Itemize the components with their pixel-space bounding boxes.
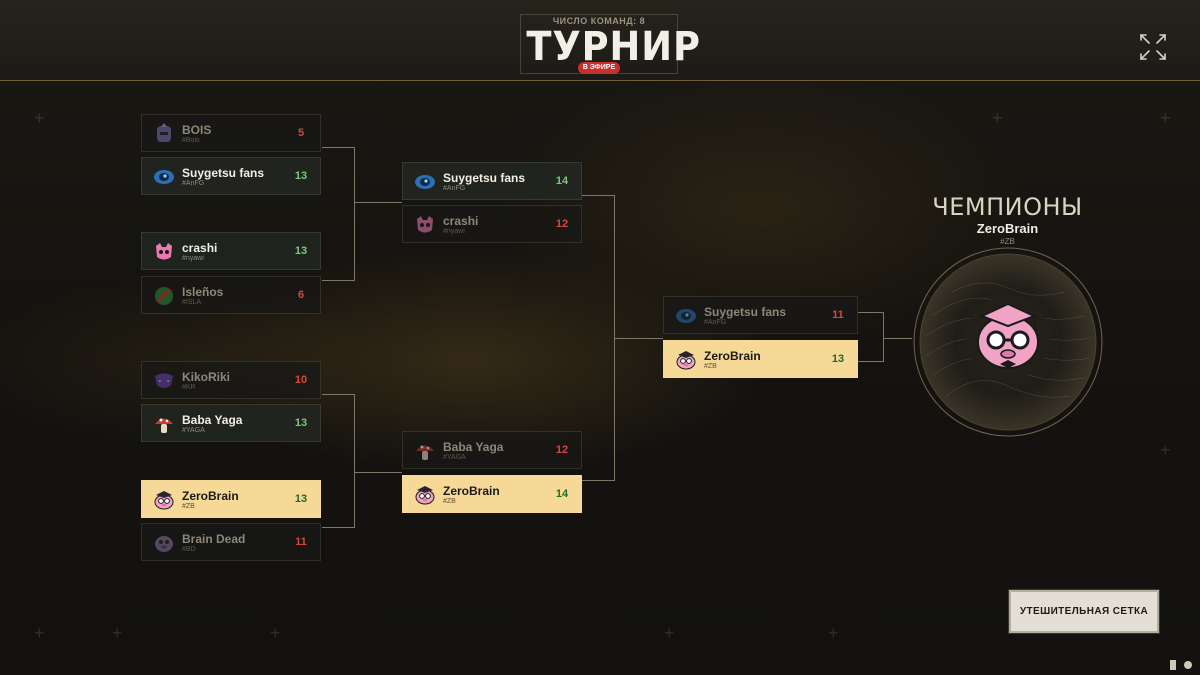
team-tag: #YAGA	[443, 454, 466, 461]
connector-line	[354, 202, 402, 203]
team-name: crashi	[182, 241, 218, 255]
decor-cross: +	[34, 108, 45, 128]
team-slot[interactable]: Suygetsu fans#AnFG 11	[663, 296, 858, 334]
connector-line	[582, 195, 615, 481]
team-name: Baba Yaga	[443, 440, 504, 454]
red-green-leaf-icon	[155, 287, 173, 305]
team-name: ZeroBrain	[182, 489, 239, 503]
team-name: Suygetsu fans	[443, 171, 526, 185]
blue-eye-icon	[676, 309, 696, 323]
team-score: 14	[555, 488, 569, 500]
team-name: Brain Dead	[182, 532, 246, 546]
team-slot[interactable]: Suygetsu fans#AnFG 13	[141, 157, 321, 195]
team-name: Baba Yaga	[182, 413, 243, 427]
team-name: KikoRiki	[182, 370, 231, 384]
team-tag: #AnFG	[704, 319, 727, 326]
team-name: crashi	[443, 214, 479, 228]
team-slot[interactable]: Baba Yaga#YAGA 13	[141, 404, 321, 442]
team-score: 13	[831, 353, 845, 365]
knight-helmet-icon	[157, 123, 171, 142]
team-tag: #ISLA	[182, 299, 202, 306]
graduate-pig-icon	[977, 302, 1039, 369]
decor-cross: +	[992, 108, 1003, 128]
decor-cross: +	[664, 623, 675, 643]
team-slot[interactable]: crashi#nyawi 13	[141, 232, 321, 270]
pink-cat-icon	[417, 216, 433, 233]
team-tag: #AnFG	[182, 180, 205, 187]
team-tag: #Bois	[182, 137, 200, 144]
team-tag: #KR	[182, 384, 196, 391]
team-score: 13	[294, 493, 308, 505]
zombie-pig-icon	[155, 536, 173, 552]
team-slot[interactable]: ZeroBrain#ZB 13	[663, 340, 858, 378]
graduate-pig-icon	[676, 351, 696, 370]
team-score: 13	[294, 170, 308, 182]
connector-line	[322, 394, 355, 528]
team-score: 13	[294, 417, 308, 429]
team-score: 6	[297, 289, 305, 301]
team-score: 11	[295, 536, 307, 548]
team-score: 12	[555, 444, 569, 456]
team-slot[interactable]: Brain Dead#BD 11	[141, 523, 321, 561]
team-score: 10	[294, 374, 308, 386]
team-count-label: ЧИСЛО КОМАНД: 8	[552, 16, 646, 26]
team-slot[interactable]: Baba Yaga#YAGA 12	[402, 431, 582, 469]
team-tag: #YAGA	[182, 427, 205, 434]
team-slot[interactable]: Isleños#ISLA 6	[141, 276, 321, 314]
team-name: ZeroBrain	[443, 484, 500, 498]
team-name: Isleños	[182, 285, 224, 299]
team-score: 13	[294, 245, 308, 257]
connector-line	[322, 147, 355, 281]
decor-cross: +	[828, 623, 839, 643]
team-tag: #BD	[182, 546, 196, 553]
graduate-pig-icon	[415, 486, 435, 505]
team-score: 14	[555, 175, 569, 187]
connector-line	[354, 472, 402, 473]
team-tag: #ZB	[704, 363, 717, 370]
connector-line	[883, 338, 912, 339]
blue-eye-icon	[154, 170, 174, 184]
team-score: 11	[832, 309, 844, 321]
close-icon[interactable]	[1136, 30, 1170, 64]
blue-eye-icon	[415, 175, 435, 189]
purple-mask-icon	[155, 373, 173, 388]
decor-cross: +	[1160, 108, 1171, 128]
champion-tag: #ZB	[1000, 237, 1015, 246]
team-name: Suygetsu fans	[182, 166, 265, 180]
team-tag: #ZB	[443, 498, 456, 505]
champion-emblem	[913, 247, 1103, 437]
champion-name: ZeroBrain	[976, 221, 1039, 236]
tournament-logo: ЧИСЛО КОМАНД: 8 ТУРНИР В ЭФИРЕ	[520, 14, 700, 76]
decor-cross: +	[112, 623, 123, 643]
team-score: 5	[297, 127, 305, 139]
mushroom-icon	[155, 418, 173, 433]
team-tag: #ZB	[182, 503, 195, 510]
team-slot[interactable]: crashi#nyawi 12	[402, 205, 582, 243]
connector-line	[614, 338, 663, 339]
team-slot[interactable]: ZeroBrain#ZB 13	[141, 480, 321, 518]
team-slot[interactable]: BOIS#Bois 5	[141, 114, 321, 152]
team-tag: #nyawi	[443, 228, 465, 235]
team-score: 12	[555, 218, 569, 230]
team-slot[interactable]: ZeroBrain#ZB 14	[402, 475, 582, 513]
decor-cross: +	[270, 623, 281, 643]
mushroom-icon	[416, 445, 434, 460]
team-name: ZeroBrain	[704, 349, 761, 363]
team-name: BOIS	[182, 123, 212, 137]
top-bar: ЧИСЛО КОМАНД: 8 ТУРНИР В ЭФИРЕ	[0, 0, 1200, 81]
team-tag: #nyawi	[182, 255, 204, 262]
connector-line	[858, 312, 884, 362]
champion-heading: ЧЕМПИОНЫ	[932, 193, 1083, 221]
team-name: Suygetsu fans	[704, 305, 787, 319]
status-icons	[1170, 660, 1192, 670]
consolation-bracket-button[interactable]: УТЕШИТЕЛЬНАЯ СЕТКА	[1009, 590, 1159, 633]
decor-cross: +	[34, 623, 45, 643]
team-tag: #AnFG	[443, 185, 466, 192]
live-badge: В ЭФИРЕ	[578, 62, 620, 74]
team-slot[interactable]: KikoRiki#KR 10	[141, 361, 321, 399]
pink-cat-icon	[156, 243, 172, 260]
team-slot[interactable]: Suygetsu fans#AnFG 14	[402, 162, 582, 200]
graduate-pig-icon	[154, 491, 174, 510]
decor-cross: +	[1160, 440, 1171, 460]
